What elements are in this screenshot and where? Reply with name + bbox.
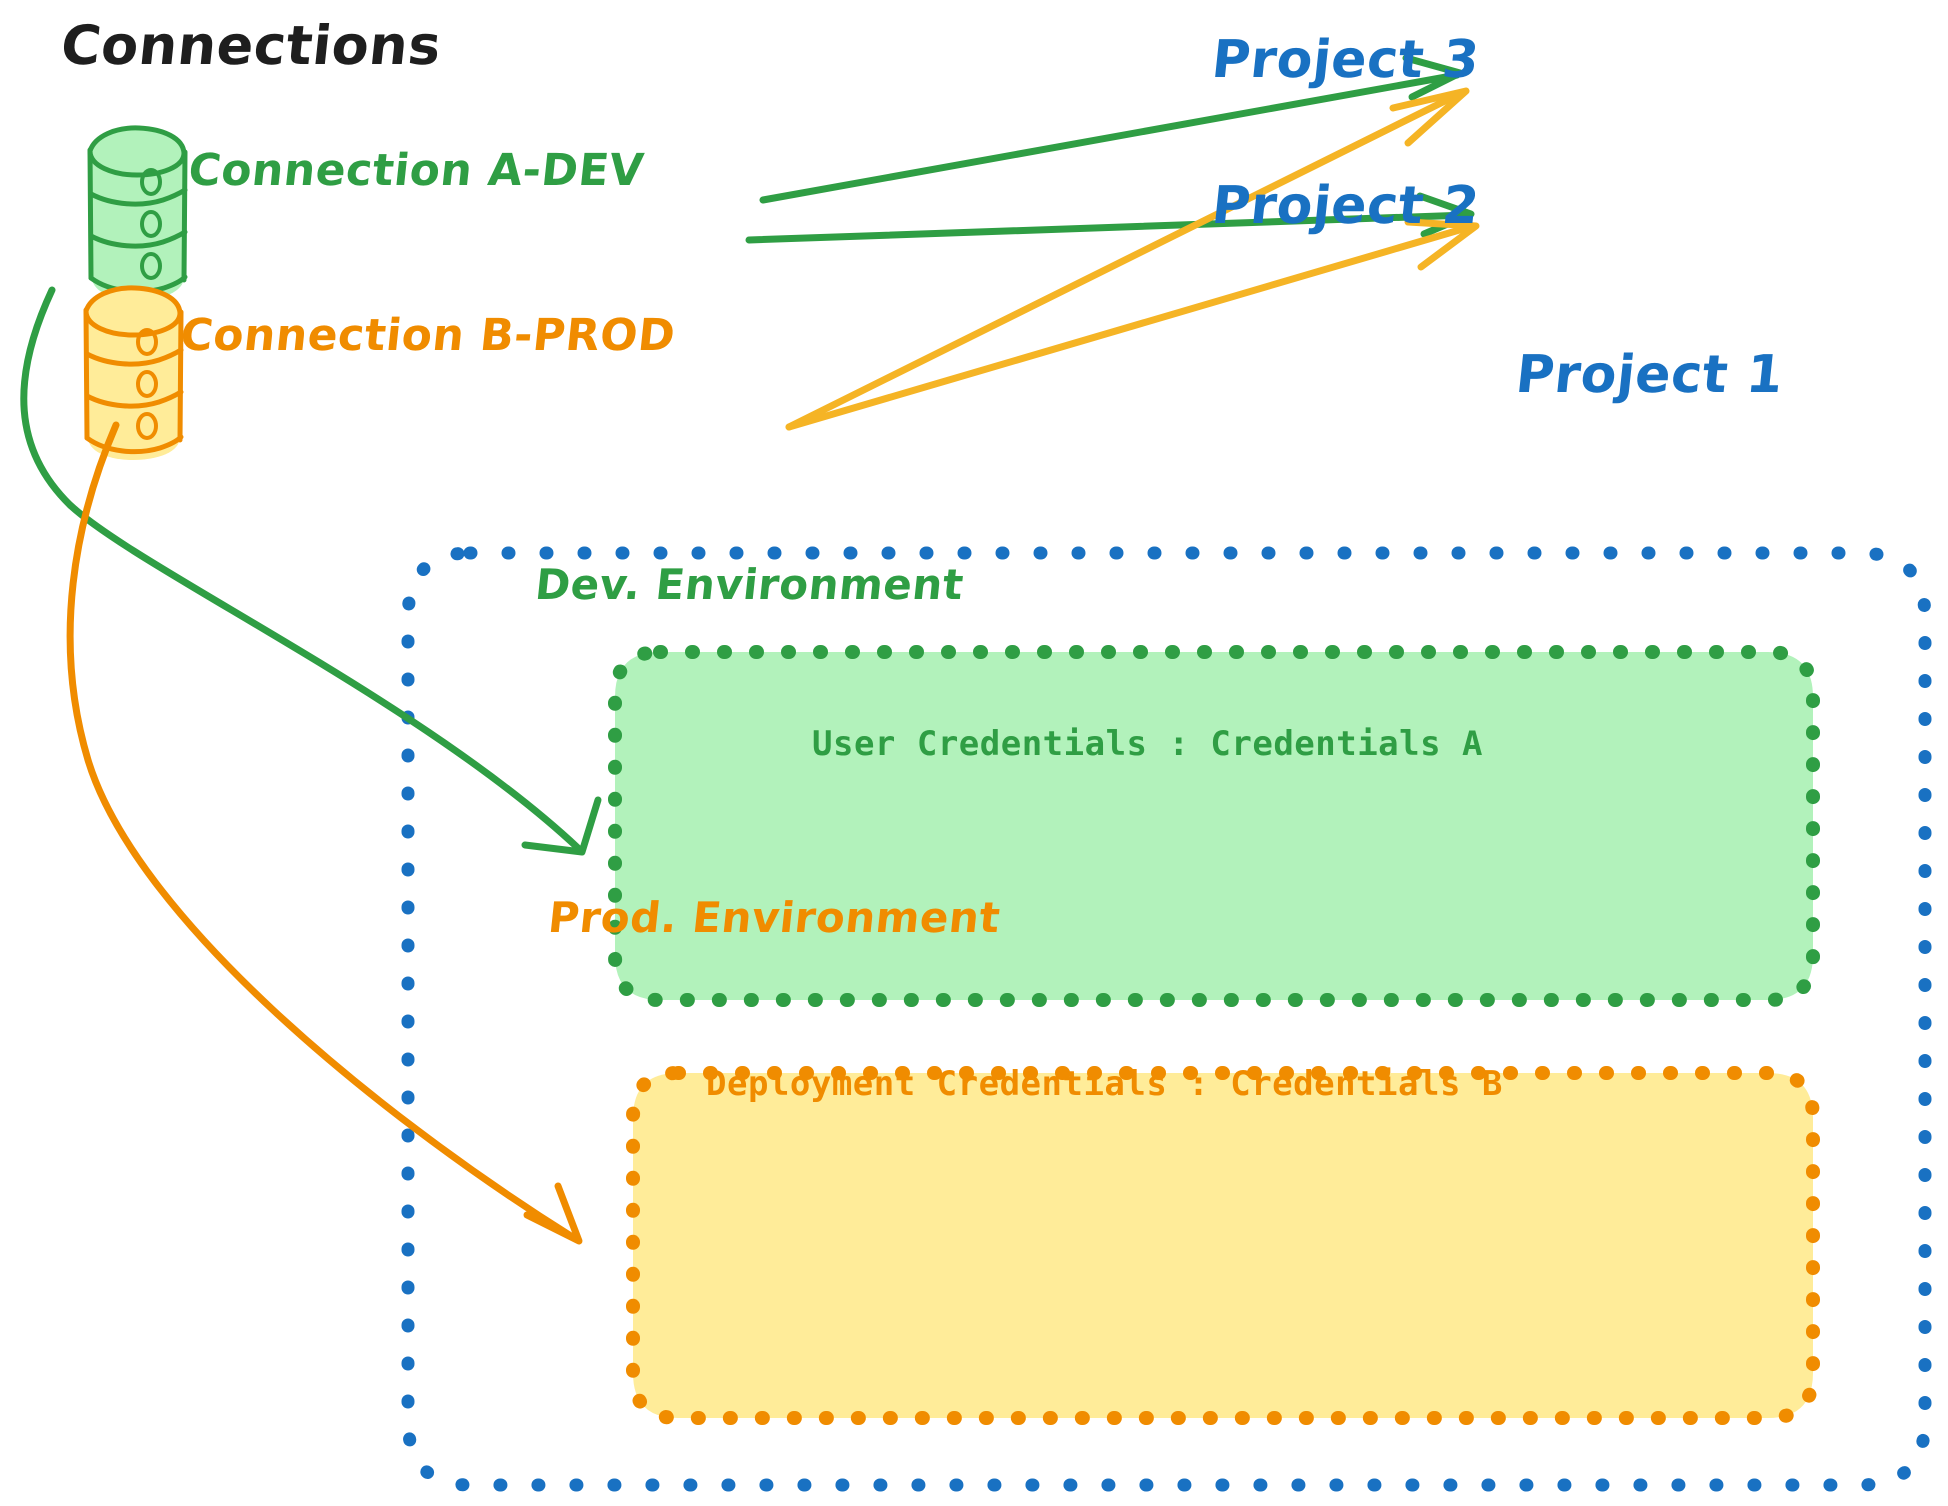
connection-a-dev-label[interactable]: Connection A-DEV: [186, 145, 647, 196]
edge-conn-a-to-project-3: [759, 54, 1464, 204]
dev-environment-box[interactable]: [608, 645, 1820, 1007]
project-2-label[interactable]: Project 2: [1209, 176, 1483, 236]
project-3-label[interactable]: Project 3: [1209, 30, 1483, 90]
prod-environment-box[interactable]: [626, 1066, 1820, 1425]
connection-b-prod-label[interactable]: Connection B-PROD: [178, 310, 678, 361]
database-cylinder-icon-orange[interactable]: [83, 285, 184, 460]
edge-conn-a-to-dev-environment: [20, 286, 602, 856]
edge-conn-b-to-project-3: [785, 87, 1470, 431]
page-title: Connections: [58, 14, 445, 77]
prod-environment-credentials: Deployment Credentials : Credentials B: [706, 1064, 1503, 1104]
edge-conn-b-to-project-2: [785, 218, 1480, 431]
prod-environment-label: Prod. Environment: [546, 893, 1003, 942]
dev-environment-label: Dev. Environment: [533, 560, 967, 609]
database-cylinder-icon-green[interactable]: [87, 125, 188, 300]
dev-environment-credentials: User Credentials : Credentials A: [812, 724, 1484, 764]
project-1-label[interactable]: Project 1: [1513, 345, 1787, 405]
edge-conn-b-to-prod-environment: [66, 421, 583, 1245]
